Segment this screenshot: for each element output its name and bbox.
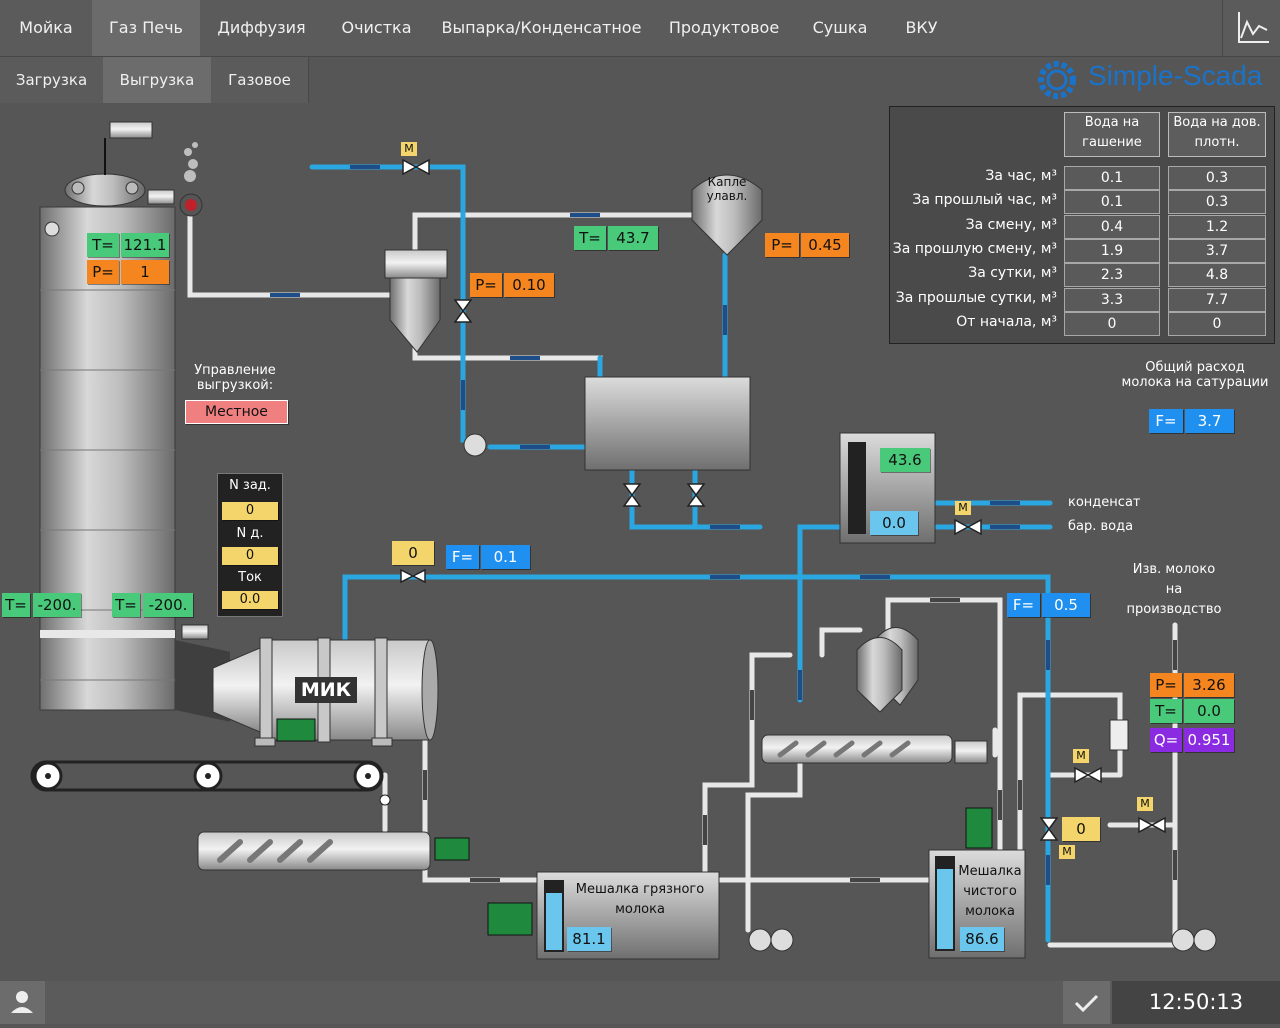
- lime-flow-label: F=: [1007, 593, 1040, 617]
- gas-valve-m-label: M: [401, 142, 417, 156]
- n-act-value: 0: [222, 547, 278, 565]
- furnace-pressure-label: P=: [87, 260, 119, 284]
- water-row-density-value: 0: [1168, 311, 1266, 336]
- gas-temp-value: 43.7: [608, 226, 658, 250]
- barometric-water-label: бар. вода: [1068, 519, 1134, 534]
- current-label: Ток: [238, 570, 262, 585]
- col-header-quench: Вода на гашение: [1064, 112, 1160, 157]
- furnace-temp-label: T=: [87, 233, 119, 257]
- furnace-pressure-value: 1: [121, 260, 169, 284]
- condensate-bottom-value: 0.0: [870, 511, 918, 535]
- col-header-density: Вода на дов. плотн.: [1168, 112, 1266, 157]
- water-row-label: За прошлые сутки, м³: [895, 289, 1057, 306]
- water-row-density-value: 7.7: [1168, 287, 1266, 312]
- control-label: Управление выгрузкой:: [194, 363, 276, 393]
- n-set-value: 0: [222, 502, 278, 520]
- lime-q-value: 0.951: [1184, 728, 1234, 752]
- bottom-temp-right-value: -200.: [143, 593, 193, 617]
- water-flow-value: 0.1: [481, 545, 530, 569]
- tab-diffusion[interactable]: Диффузия: [200, 0, 324, 56]
- clean-mixer-level: 86.6: [960, 927, 1004, 951]
- water-row-density-value: 0.3: [1168, 166, 1266, 190]
- gas-temp-label: T=: [574, 226, 606, 250]
- water-row-quench-value: 1.9: [1064, 238, 1160, 263]
- water-row-label: За прошлый час, м³: [912, 192, 1057, 209]
- subtab-loading[interactable]: Загрузка: [0, 57, 104, 103]
- valve-m-label-3: M: [1137, 797, 1153, 811]
- control-mode-button[interactable]: Местное: [185, 400, 288, 424]
- water-row-label: За час, м³: [985, 168, 1057, 184]
- acknowledge-button[interactable]: [1063, 981, 1110, 1024]
- subtab-gas[interactable]: Газовое: [211, 57, 309, 103]
- lime-valve-value: 0: [1062, 817, 1100, 841]
- tab-cleaning[interactable]: Очистка: [323, 0, 431, 56]
- drive-panel: N зад. 0 N д. 0 Ток 0.0: [217, 473, 283, 617]
- condensate-top-value: 43.6: [880, 448, 930, 472]
- lime-flow-value: 0.5: [1042, 593, 1090, 617]
- brand-logo-icon: [1038, 61, 1076, 99]
- water-row-quench-value: 2.3: [1064, 263, 1160, 288]
- tab-drying[interactable]: Сушка: [795, 0, 886, 56]
- water-row-density-value: 0.3: [1168, 190, 1266, 215]
- water-row-quench-value: 0.4: [1064, 214, 1160, 239]
- clock: 12:50:13: [1112, 981, 1280, 1024]
- condensate-line-label: конденсат: [1068, 495, 1141, 510]
- bottom-temp-right-label: T=: [112, 593, 140, 617]
- water-row-label: За прошлую смену, м³: [892, 240, 1057, 257]
- water-row-quench-value: 0.1: [1064, 166, 1160, 190]
- valve-m-label-2: M: [1073, 749, 1089, 763]
- separator-label: Капле улавл.: [706, 175, 748, 203]
- trend-button[interactable]: [1222, 0, 1280, 56]
- subtab-unloading[interactable]: Выгрузка: [103, 57, 212, 103]
- tab-washing[interactable]: Мойка: [0, 0, 93, 56]
- water-flow-label: F=: [446, 545, 479, 569]
- lime-temp-value: 0.0: [1184, 699, 1234, 723]
- tab-gas-furnace[interactable]: Газ Печь: [92, 0, 201, 56]
- brand-name: Simple-Scada: [1088, 60, 1263, 91]
- water-row-quench-value: 0.1: [1064, 190, 1160, 215]
- bottom-temp-left-label: T=: [2, 593, 30, 617]
- current-value: 0.0: [222, 591, 278, 609]
- water-row-label: От начала, м³: [956, 313, 1057, 330]
- water-row-label: За смену, м³: [965, 216, 1057, 233]
- water-row-quench-value: 3.3: [1064, 287, 1160, 312]
- lime-pressure-value: 3.26: [1184, 673, 1234, 697]
- tab-product[interactable]: Продуктовое: [653, 0, 796, 56]
- user-button[interactable]: [0, 981, 45, 1024]
- dirty-mixer-title: Мешалка грязного молока: [575, 882, 705, 917]
- cyclone-pressure-value: 0.10: [504, 273, 554, 297]
- chart-icon: [1238, 12, 1269, 43]
- lime-valve-m-label: M: [1059, 845, 1075, 859]
- water-row-quench-value: 0: [1064, 311, 1160, 336]
- condensate-valve-m-label: M: [955, 501, 971, 515]
- nav-spacer: [958, 0, 1222, 56]
- lime-temp-label: T=: [1150, 699, 1182, 723]
- separator-pressure-value: 0.45: [801, 233, 849, 257]
- furnace-temp-value: 121.1: [121, 233, 169, 257]
- water-row-density-value: 4.8: [1168, 263, 1266, 288]
- tab-vku[interactable]: ВКУ: [885, 0, 959, 56]
- water-valve-value: 0: [392, 541, 434, 565]
- water-row-density-value: 3.7: [1168, 238, 1266, 263]
- cyclone-pressure-label: P=: [470, 273, 502, 297]
- milk-flow-f-value: 3.7: [1185, 409, 1234, 433]
- n-set-label: N зад.: [229, 478, 271, 493]
- lime-milk-title: Изв. молоко на производство: [1126, 562, 1222, 617]
- water-row-density-value: 1.2: [1168, 214, 1266, 239]
- mik-label: МИК: [295, 677, 357, 703]
- clean-mixer-title: Мешалка чистого молока: [958, 864, 1022, 919]
- water-row-label: За сутки, м³: [968, 265, 1057, 282]
- lime-pressure-label: P=: [1150, 673, 1182, 697]
- n-act-label: N д.: [236, 526, 264, 541]
- user-icon: [11, 991, 33, 1013]
- check-icon: [1074, 994, 1099, 1013]
- milk-flow-label: Общий расход молока на сатурации: [1121, 360, 1269, 390]
- dirty-mixer-level: 81.1: [567, 927, 611, 951]
- lime-q-label: Q=: [1150, 728, 1182, 752]
- separator-pressure-label: P=: [765, 233, 799, 257]
- tab-evaporation[interactable]: Выпарка/Конденсатное: [430, 0, 654, 56]
- bottom-temp-left-value: -200.: [33, 593, 81, 617]
- milk-flow-f-label: F=: [1149, 409, 1183, 433]
